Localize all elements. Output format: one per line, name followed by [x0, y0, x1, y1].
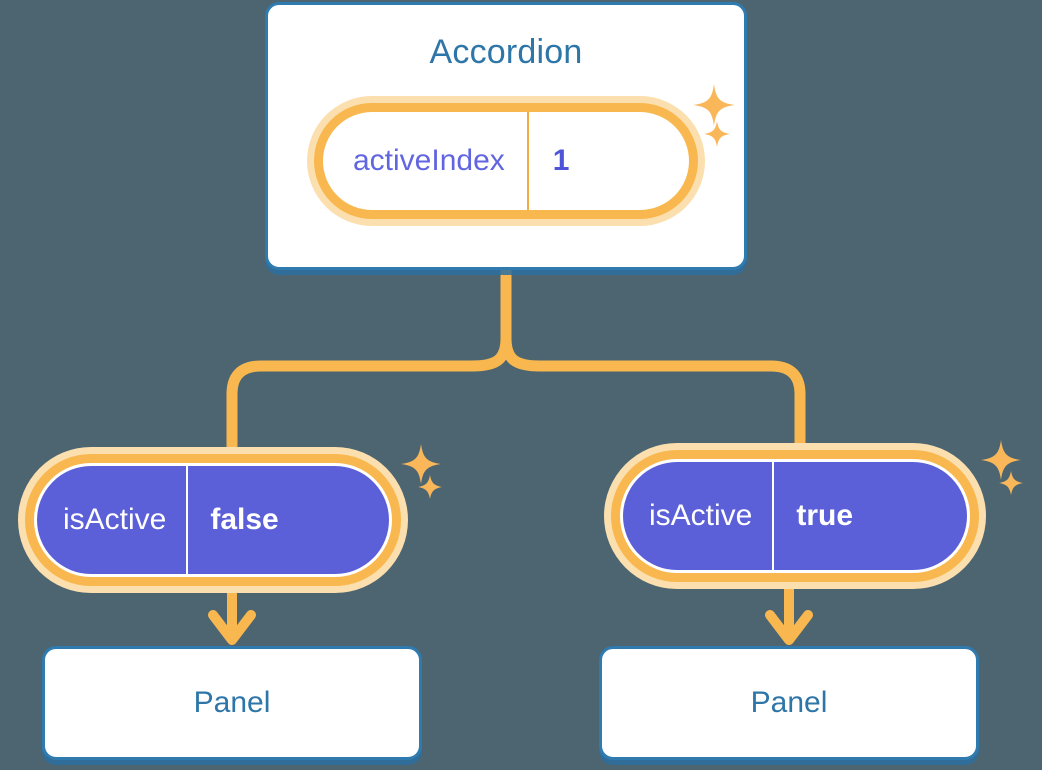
- pill-key-label: activeIndex: [353, 144, 505, 177]
- panel-title: Panel: [193, 686, 271, 719]
- panel-card-right[interactable]: Panel: [599, 646, 979, 760]
- sparkle-four-point-small: [418, 475, 442, 499]
- state-pill-isactive-true[interactable]: isActive true: [604, 443, 986, 589]
- state-pill-isactive-false[interactable]: isActive false: [18, 447, 408, 593]
- pill-body: isActive false: [34, 463, 392, 577]
- pill-key-label: isActive: [649, 499, 753, 532]
- pill-body: isActive true: [620, 459, 970, 573]
- pill-value-label: true: [772, 462, 883, 570]
- panel-card-left[interactable]: Panel: [42, 646, 422, 760]
- panel-title: Panel: [750, 686, 828, 719]
- pill-value-label: 1: [526, 112, 604, 210]
- sparkle-four-point-large: [981, 440, 1021, 480]
- pill-key-label: isActive: [63, 503, 167, 536]
- pill-value-label: false: [186, 466, 308, 574]
- arrow-left: [208, 583, 256, 645]
- connector-branch-left: [226, 332, 512, 466]
- pill-body: activeIndex 1: [323, 112, 689, 210]
- state-pill-activeindex[interactable]: activeIndex 1: [307, 96, 705, 226]
- arrow-right: [765, 579, 813, 645]
- sparkle-four-point-small: [999, 471, 1023, 495]
- connector-branch-right: [500, 332, 806, 461]
- page-title: Accordion: [429, 33, 583, 71]
